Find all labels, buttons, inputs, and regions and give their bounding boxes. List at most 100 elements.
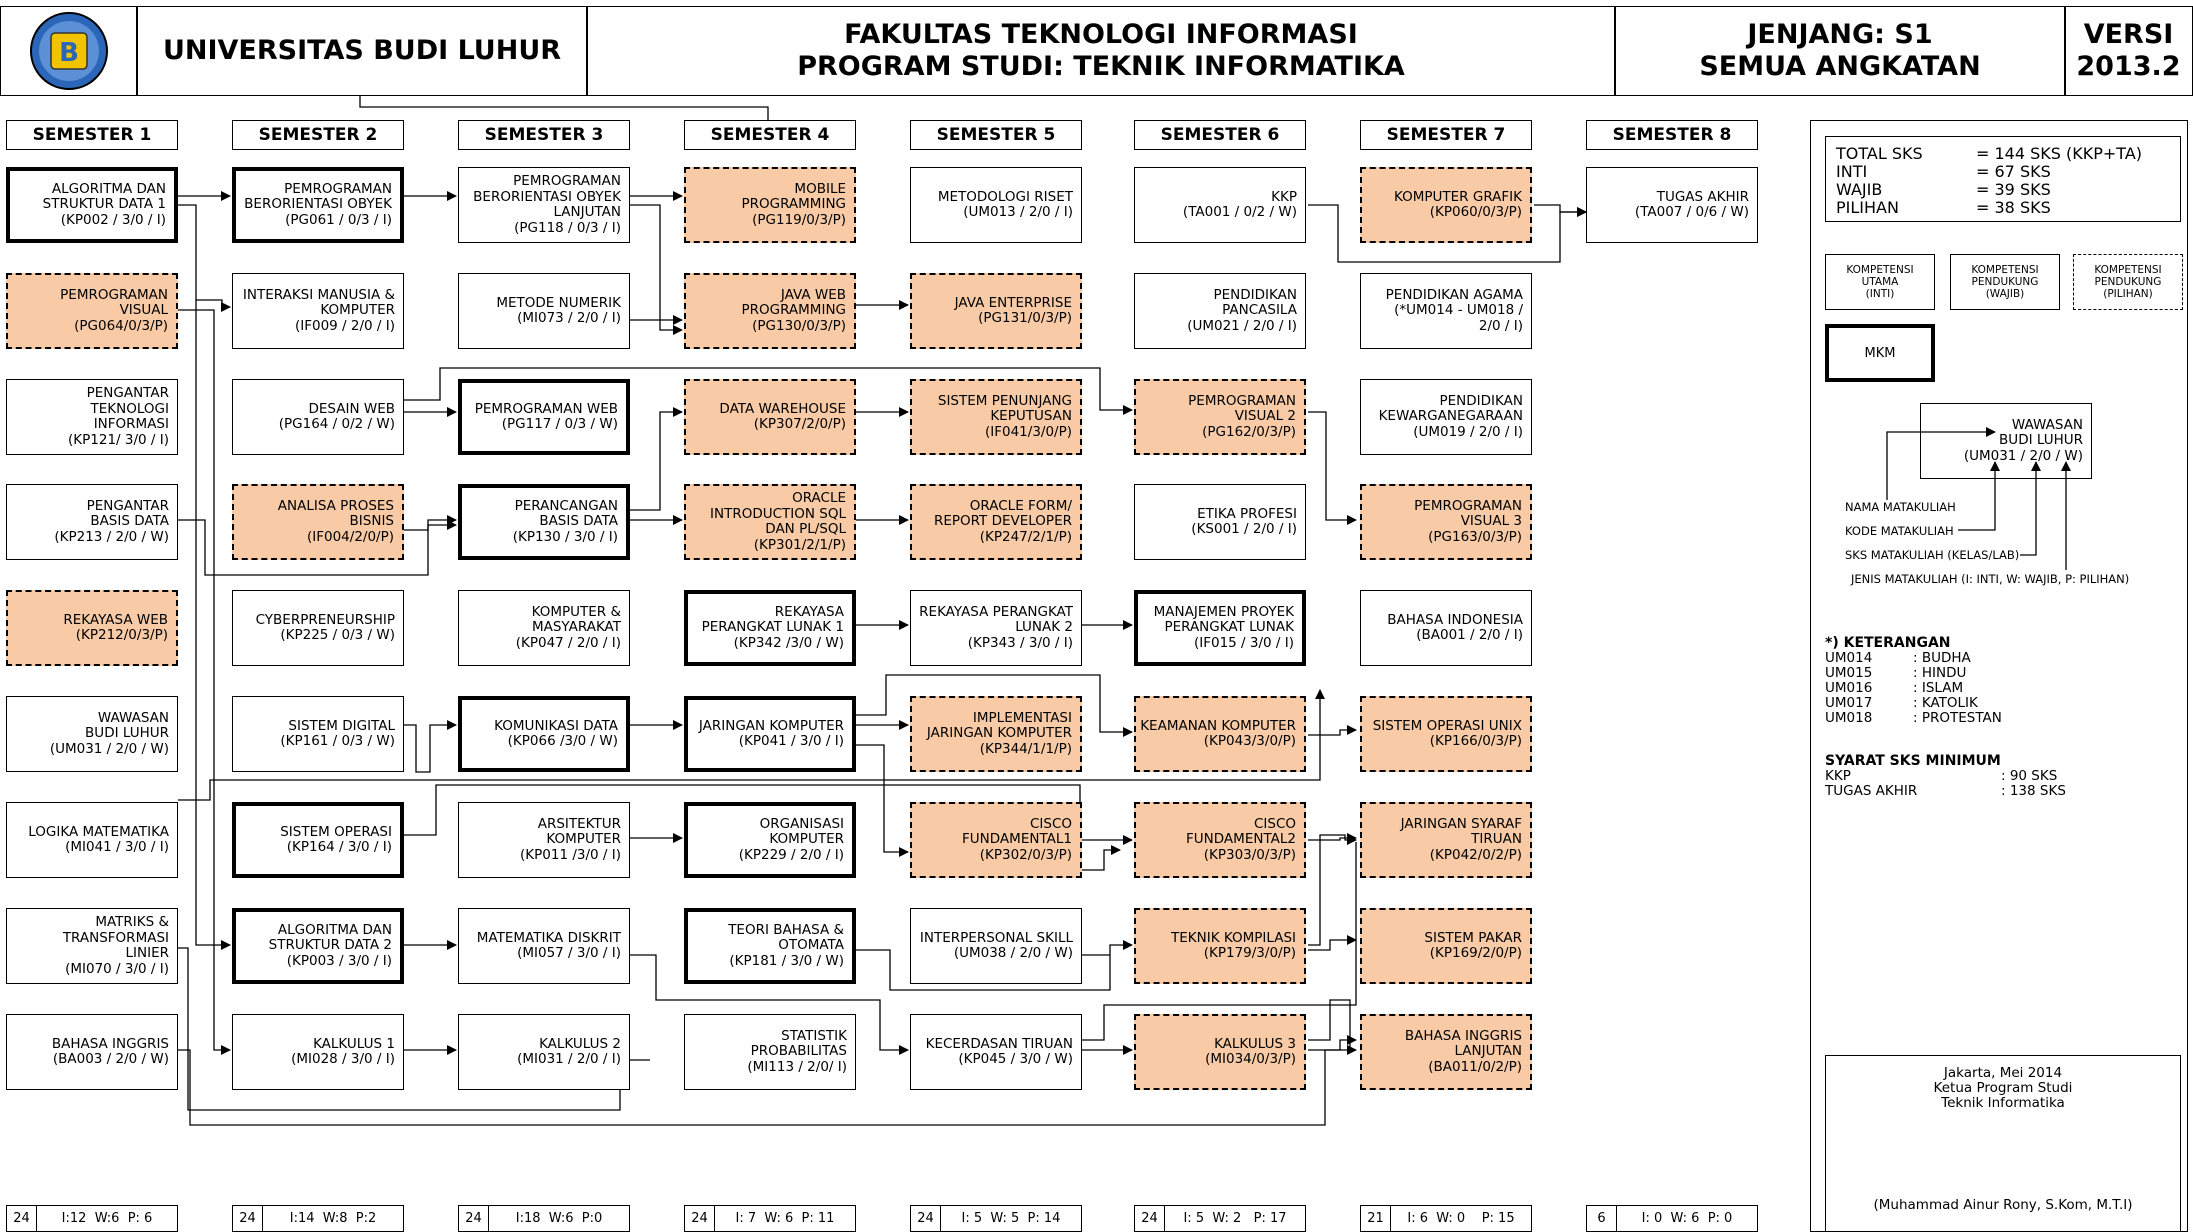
total-value: = 67 SKS [1976, 162, 2051, 181]
course-box-if004: ANALISA PROSES BISNIS (IF004/2/0/P) [232, 484, 404, 560]
course-box-um019: PENDIDIKAN KEWARGANEGARAAN (UM019 / 2/0 … [1360, 379, 1532, 455]
legend-example-box: WAWASAN BUDI LUHUR (UM031 / 2/0 / W) [1920, 403, 2092, 479]
syarat-value: : 138 SKS [2001, 783, 2066, 799]
course-box-if015: MANAJEMEN PROYEK PERANGKAT LUNAK (IF015 … [1134, 590, 1306, 666]
semester-sks-total: 24 [1135, 1206, 1165, 1231]
connector [1308, 999, 1351, 1050]
course-box-ta001: KKP (TA001 / 0/2 / W) [1134, 167, 1306, 243]
course-label: PEMROGRAMAN VISUAL 3 (PG163/0/3/P) [1414, 497, 1522, 545]
course-label: REKAYASA WEB (KP212/0/3/P) [63, 611, 168, 643]
course-label: TEKNIK KOMPILASI (KP179/3/0/P) [1171, 929, 1296, 961]
course-box-kp225: CYBERPRENEURSHIP (KP225 / 0/3 / W) [232, 590, 404, 666]
course-box-kp066: KOMUNIKASI DATA (KP066 /3/0 / W) [458, 696, 630, 772]
legend-label-nama: NAMA MATAKULIAH [1845, 500, 1956, 514]
semester-header: SEMESTER 8 [1586, 120, 1758, 150]
semester-header: SEMESTER 4 [684, 120, 856, 150]
course-label: PERANCANGAN BASIS DATA (KP130 / 3/0 / I) [512, 497, 618, 545]
course-label: KALKULUS 1 (MI028 / 3/0 / I) [291, 1035, 395, 1067]
total-key: INTI [1836, 162, 1868, 181]
semester-header: SEMESTER 3 [458, 120, 630, 150]
university-name-cell: UNIVERSITAS BUDI LUHUR [136, 6, 588, 96]
faculty-cell: FAKULTAS TEKNOLOGI INFORMASI PROGRAM STU… [586, 6, 1616, 96]
course-label: ETIKA PROFESI (KS001 / 2/0 / I) [1191, 505, 1297, 537]
ket-value: : BUDHA [1913, 650, 1971, 666]
connector [856, 744, 909, 857]
semester-sks-distribution: I: 6 W: 0 P: 15 [1407, 1211, 1515, 1226]
connector [856, 674, 1133, 737]
cohort-title: SEMUA ANGKATAN [1699, 51, 1981, 82]
course-label: SISTEM PAKAR (KP169/2/0/P) [1424, 929, 1522, 961]
course-box-pg119: MOBILE PROGRAMMING (PG119/0/3/P) [684, 167, 856, 243]
total-row: TOTAL SKS= 144 SKS (KKP+TA) [1836, 145, 2170, 163]
course-box-mi073: METODE NUMERIK (MI073 / 2/0 / I) [458, 273, 630, 349]
course-box-pg130: JAVA WEB PROGRAMMING (PG130/0/3/P) [684, 273, 856, 349]
logo-cell: B [0, 6, 138, 96]
semester-sks-total: 24 [233, 1206, 263, 1231]
connector [195, 300, 231, 950]
course-label: REKAYASA PERANGKAT LUNAK 2 (KP343 / 3/0 … [919, 603, 1073, 651]
ket-value: : HINDU [1913, 665, 1967, 681]
connector-header [359, 96, 769, 120]
course-label: ANALISA PROSES BISNIS (IF004/2/0/P) [277, 497, 394, 545]
course-label: TUGAS AKHIR (TA007 / 0/6 / W) [1634, 188, 1749, 220]
course-label: MATRIKS & TRANSFORMASI LINIER (MI070 / 3… [62, 914, 169, 977]
semester-header: SEMESTER 7 [1360, 120, 1532, 150]
course-label: MOBILE PROGRAMMING (PG119/0/3/P) [741, 180, 846, 228]
legend-pilihan: KOMPETENSI PENDUKUNG (PILIHAN) [2073, 254, 2183, 310]
course-box-ba011: BAHASA INGGRIS LANJUTAN (BA011/0/2/P) [1360, 1014, 1532, 1090]
course-label: KOMPUTER & MASYARAKAT (KP047 / 2/0 / I) [515, 603, 621, 651]
course-box-ks001: ETIKA PROFESI (KS001 / 2/0 / I) [1134, 484, 1306, 560]
legend-label-jenis: JENIS MATAKULIAH (I: INTI, W: WAJIB, P: … [1851, 572, 2130, 586]
semester-sks-distribution: I: 7 W: 6 P: 11 [735, 1211, 835, 1226]
course-box-ba001: BAHASA INDONESIA (BA001 / 2/0 / I) [1360, 590, 1532, 666]
course-label: PEMROGRAMAN BERORIENTASI OBYEK LANJUTAN … [473, 173, 621, 236]
course-box-kp213: PENGANTAR BASIS DATA (KP213 / 2/0 / W) [6, 484, 178, 560]
syarat-sks: SYARAT SKS MINIMUM KKP: 90 SKS TUGAS AKH… [1825, 754, 2066, 799]
course-label: PENGANTAR BASIS DATA (KP213 / 2/0 / W) [54, 497, 169, 545]
semester-sks-distribution: I:14 W:8 P:2 [289, 1211, 377, 1226]
course-label: PENDIDIKAN KEWARGANEGARAAN (UM019 / 2/0 … [1378, 392, 1523, 440]
course-box-pg164: DESAIN WEB (PG164 / 0/2 / W) [232, 379, 404, 455]
course-label: KALKULUS 2 (MI031 / 2/0 / I) [517, 1035, 621, 1067]
connector [630, 204, 683, 335]
course-label: DATA WAREHOUSE (KP307/2/0/P) [719, 400, 846, 432]
faculty-title: FAKULTAS TEKNOLOGI INFORMASI [844, 19, 1358, 50]
course-label: KOMPUTER GRAFIK (KP060/0/3/P) [1394, 188, 1522, 220]
semester-sks-total: 21 [1361, 1206, 1391, 1231]
course-box-um031: WAWASAN BUDI LUHUR (UM031 / 2/0 / W) [6, 696, 178, 772]
version-cell: VERSI 2013.2 [2064, 6, 2193, 96]
course-box-kp301: ORACLE INTRODUCTION SQL DAN PL/SQL (KP30… [684, 484, 856, 560]
legend-mkm: MKM [1825, 324, 1935, 382]
course-label: MANAJEMEN PROYEK PERANGKAT LUNAK (IF015 … [1153, 603, 1294, 651]
connector [178, 515, 457, 576]
connector [1308, 411, 1357, 525]
course-box-kp121: PENGANTAR TEKNOLOGI INFORMASI (KP121/ 3/… [6, 379, 178, 455]
connector [178, 309, 231, 1055]
course-label: DESAIN WEB (PG164 / 0/2 / W) [278, 400, 395, 432]
connector [404, 367, 1133, 415]
course-label: PEMROGRAMAN BERORIENTASI OBYEK (PG061 / … [244, 180, 392, 228]
total-value: = 39 SKS [1976, 180, 2051, 199]
legend-utama: KOMPETENSI UTAMA (INTI) [1825, 254, 1935, 310]
signature-box: Jakarta, Mei 2014 Ketua Program Studi Te… [1825, 1055, 2181, 1232]
syarat-key: KKP [1825, 768, 1851, 784]
course-box-if009: INTERAKSI MANUSIA & KOMPUTER (IF009 / 2/… [232, 273, 404, 349]
course-label: KEAMANAN KOMPUTER (KP043/3/0/P) [1140, 717, 1296, 749]
connector [1308, 725, 1357, 736]
course-label: MATEMATIKA DISKRIT (MI057 / 3/0 / I) [476, 929, 621, 961]
semester-sks-total: 24 [911, 1206, 941, 1231]
total-value: = 144 SKS (KKP+TA) [1976, 144, 2143, 163]
course-box-kp043: KEAMANAN KOMPUTER (KP043/3/0/P) [1134, 696, 1306, 772]
syarat-value: : 90 SKS [2001, 768, 2058, 784]
course-box-pg061: PEMROGRAMAN BERORIENTASI OBYEK (PG061 / … [232, 167, 404, 243]
course-label: JAVA WEB PROGRAMMING (PG130/0/3/P) [741, 286, 846, 334]
course-box-kp179: TEKNIK KOMPILASI (KP179/3/0/P) [1134, 908, 1306, 984]
connector [178, 689, 1325, 801]
course-box-mi057: MATEMATIKA DISKRIT (MI057 / 3/0 / I) [458, 908, 630, 984]
logo-letter: B [59, 38, 79, 68]
course-box-kp166: SISTEM OPERASI UNIX (KP166/0/3/P) [1360, 696, 1532, 772]
connector [1308, 935, 1357, 951]
keterangan-title: *) KETERANGAN [1825, 635, 1951, 651]
